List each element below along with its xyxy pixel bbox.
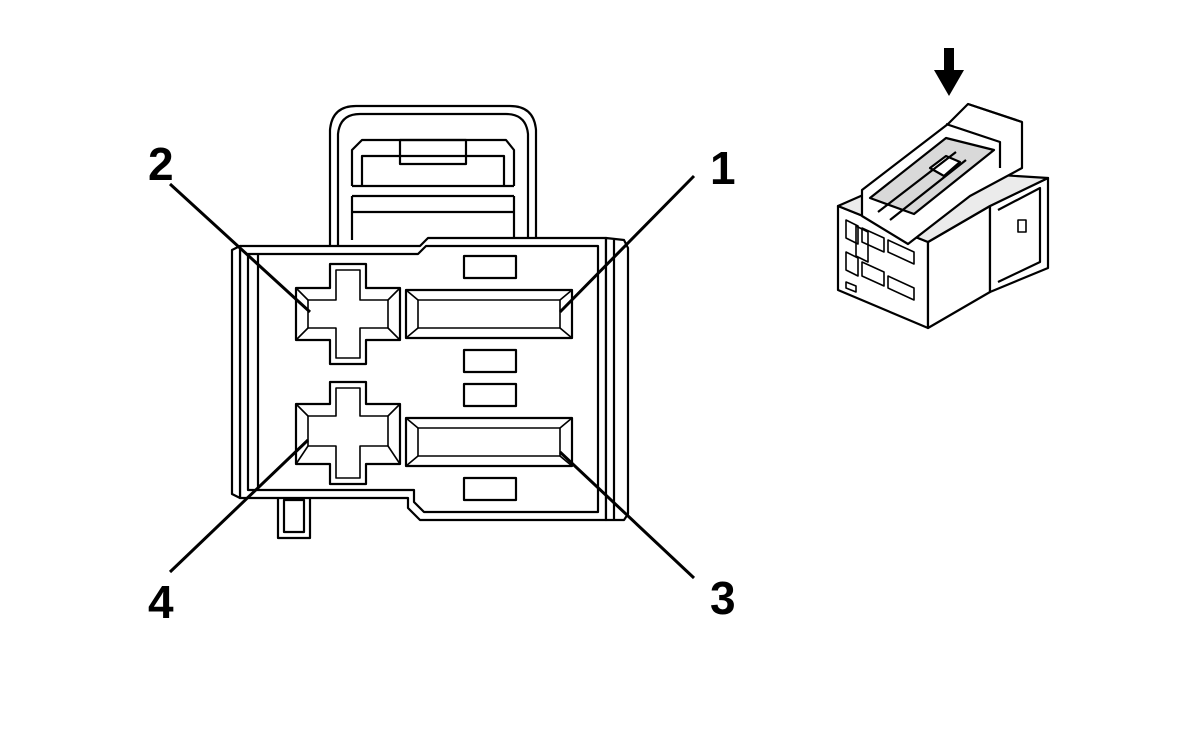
housing-body — [230, 236, 630, 522]
housing-slots — [462, 254, 518, 502]
mounting-peg — [276, 492, 312, 540]
connector-locator-view — [836, 48, 1050, 330]
pin-cavity-4 — [294, 380, 402, 486]
pin-label-2: 2 — [148, 138, 174, 190]
pin-cavity-2 — [294, 262, 402, 366]
down-arrow-icon — [934, 48, 964, 96]
pin-label-1: 1 — [710, 142, 736, 194]
leader-line-2 — [168, 182, 312, 314]
pin-label-3: 3 — [710, 572, 736, 624]
pin-cavity-3 — [404, 416, 574, 468]
leader-line-3 — [558, 450, 696, 580]
locking-latch — [328, 104, 538, 248]
leader-line-1 — [558, 174, 696, 314]
connector-face: 1 2 3 4 — [148, 104, 736, 628]
leader-line-4 — [168, 438, 310, 574]
pin-label-4: 4 — [148, 576, 174, 628]
pin-cavity-1 — [404, 288, 574, 340]
